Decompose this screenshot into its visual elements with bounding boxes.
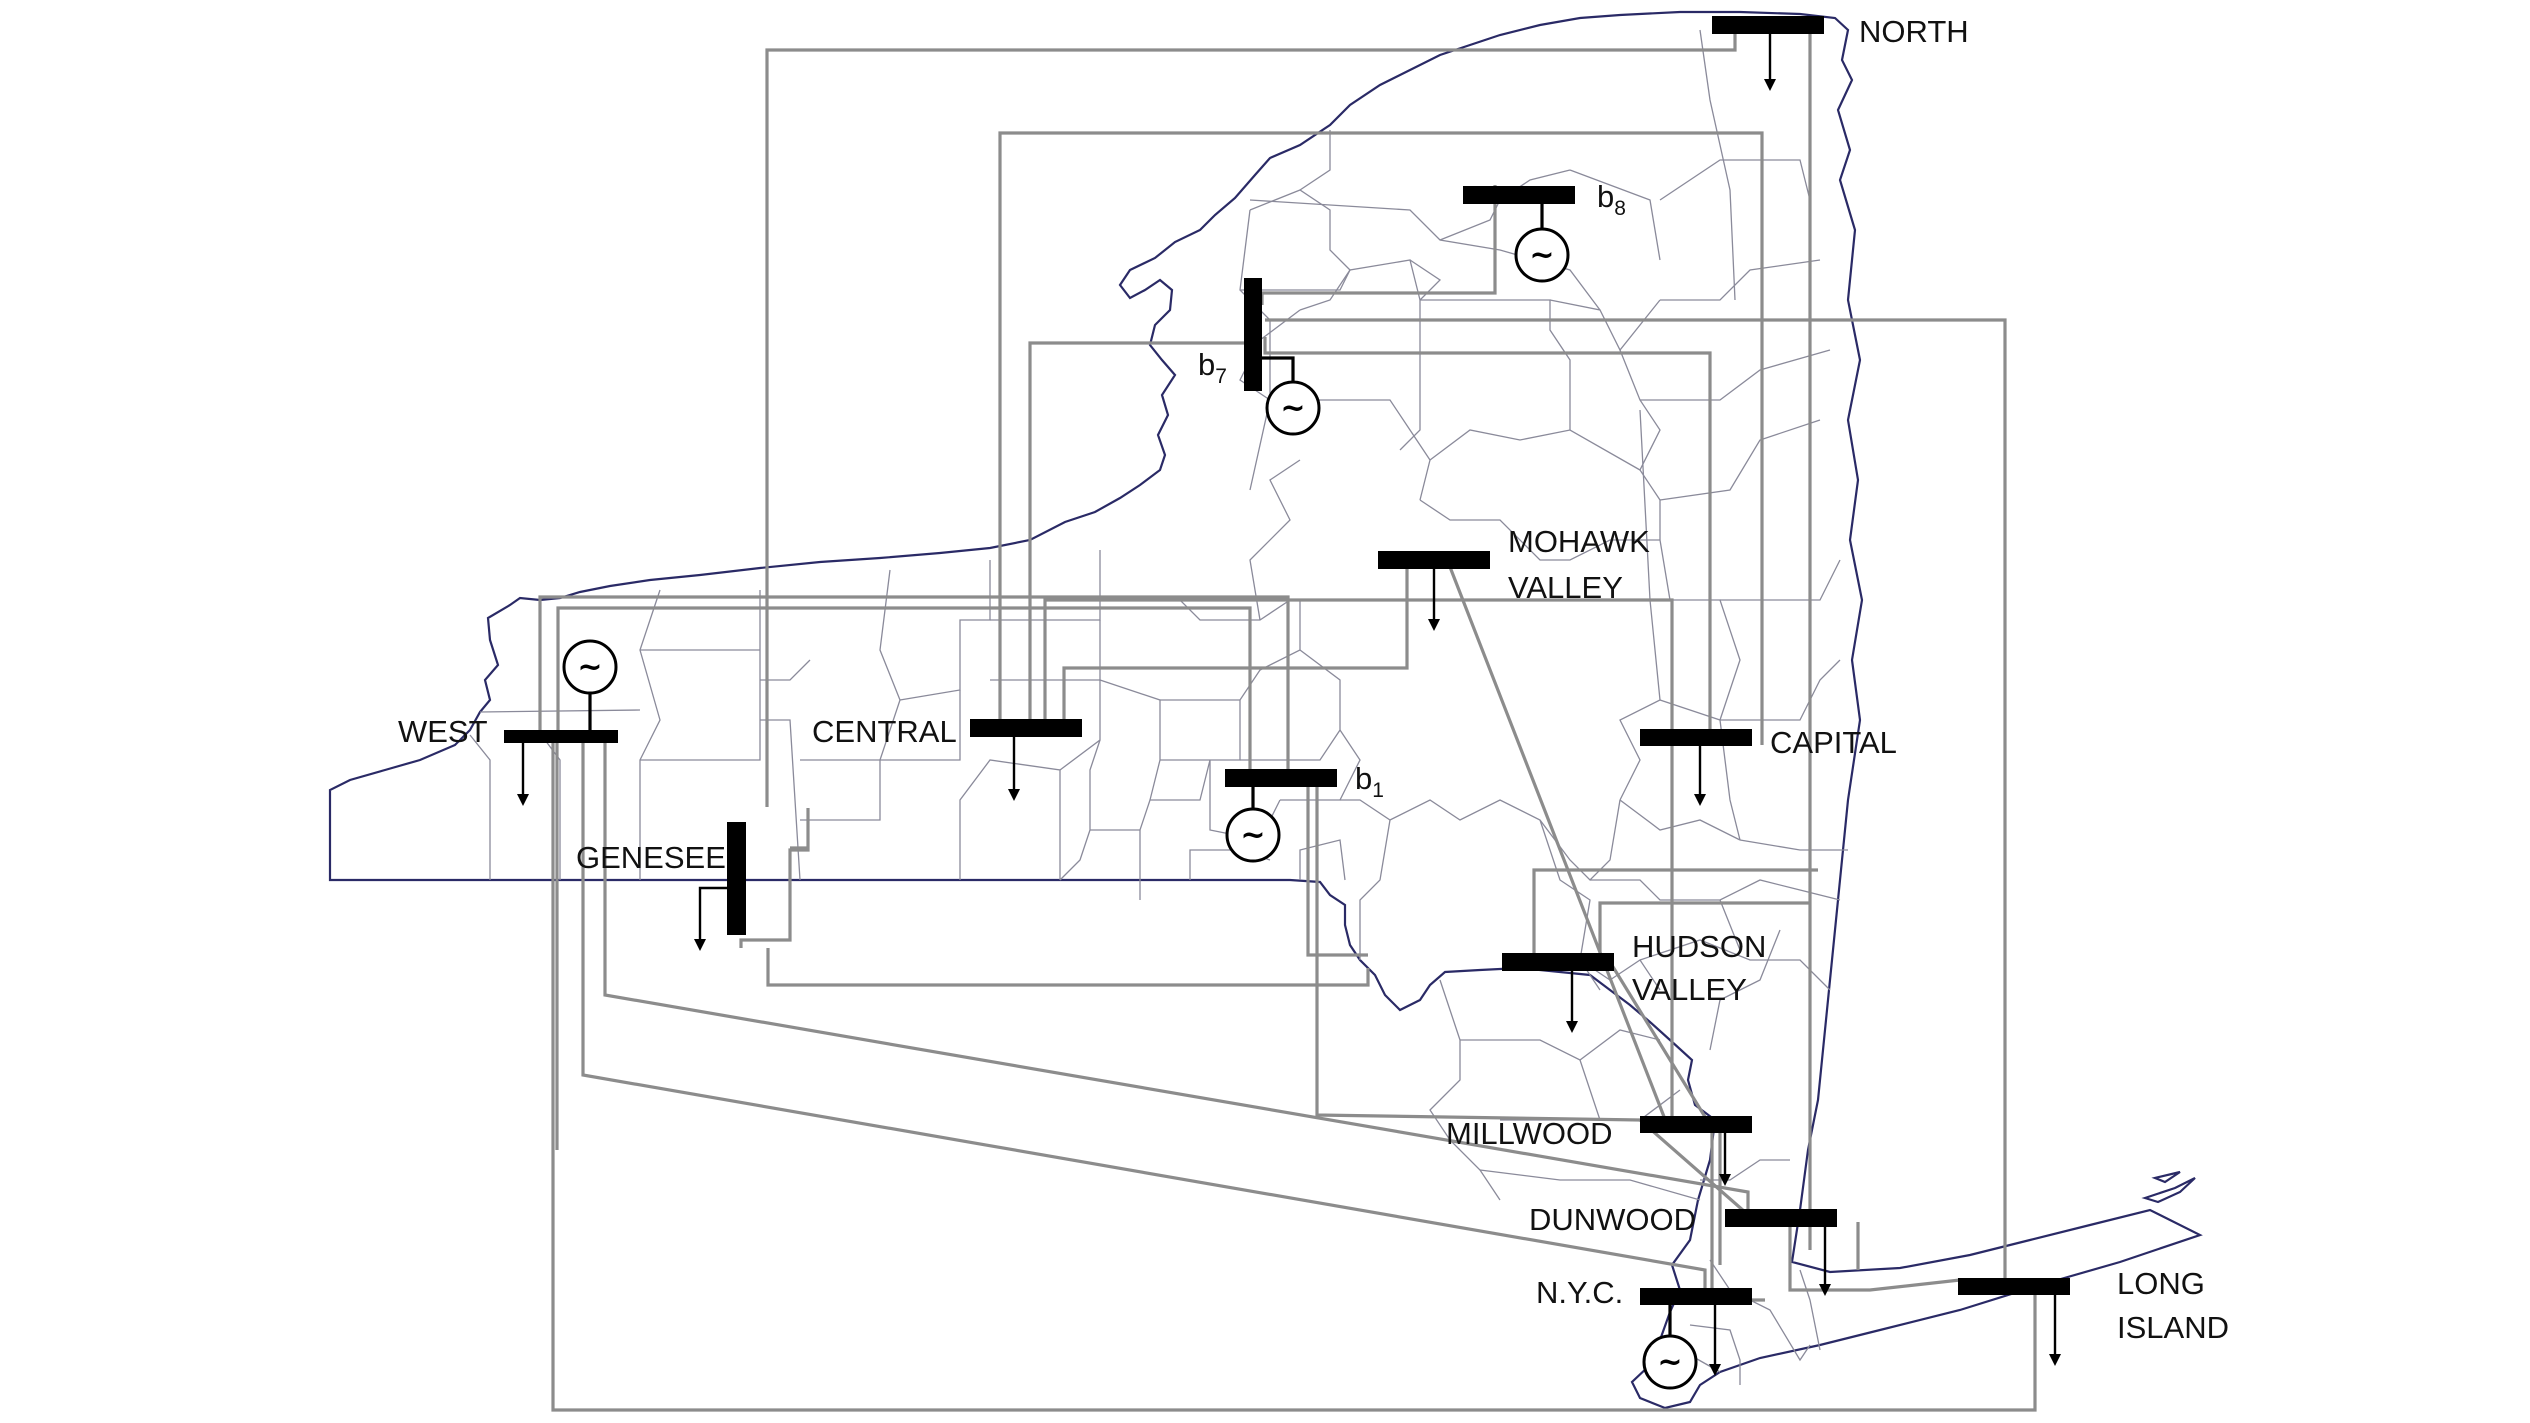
zone-labels: NORTH b8 b7 b1 MOHAWK VALLEY WEST CENTRA…	[398, 14, 2229, 1345]
label-mohawk-valley-line2: VALLEY	[1508, 570, 1623, 605]
label-millwood: MILLWOOD	[1446, 1116, 1613, 1151]
bus-b7	[1244, 278, 1262, 391]
generator-b1: ~	[1225, 807, 1281, 863]
label-mohawk-valley-line1: MOHAWK	[1508, 524, 1650, 559]
bus-capital	[1640, 729, 1752, 746]
generator-b7: ~	[1265, 380, 1321, 436]
label-long-island-line1: LONG	[2117, 1266, 2205, 1301]
label-b1: b1	[1355, 761, 1384, 802]
generator-symbol: ~	[1280, 391, 1305, 426]
generator-west: ~	[562, 639, 618, 695]
bus-b8	[1463, 186, 1575, 204]
label-north: NORTH	[1859, 14, 1969, 49]
bus-mohawk-valley	[1378, 551, 1490, 569]
label-capital: CAPITAL	[1770, 725, 1897, 760]
label-central: CENTRAL	[812, 714, 957, 749]
ny-state-map	[328, 10, 2203, 1410]
bus-hudson-valley	[1502, 953, 1614, 971]
label-dunwood: DUNWOOD	[1529, 1202, 1696, 1237]
bus-genesee	[727, 822, 746, 935]
county-boundaries	[469, 29, 1848, 1385]
label-b8: b8	[1597, 179, 1626, 220]
load-arrow-genesee	[694, 886, 727, 951]
label-west: WEST	[398, 714, 488, 749]
label-long-island-line2: ISLAND	[2117, 1310, 2229, 1345]
generator-symbol: ~	[1657, 1345, 1682, 1380]
generator-symbol: ~	[1529, 238, 1554, 273]
generator-b8: ~	[1514, 227, 1570, 283]
bus-millwood	[1640, 1116, 1752, 1133]
bus-west	[504, 730, 618, 743]
fishers-island	[2151, 1170, 2181, 1184]
bus-b1	[1225, 769, 1337, 787]
label-genesee: GENESEE	[576, 840, 726, 875]
bus-long-island	[1958, 1278, 2070, 1295]
bus-bars	[504, 16, 2070, 1305]
generator-symbol: ~	[1240, 818, 1265, 853]
bus-nyc	[1640, 1288, 1752, 1305]
transmission-lines	[538, 27, 2037, 1412]
label-hudson-valley-line1: HUDSON	[1632, 929, 1766, 964]
label-nyc: N.Y.C.	[1536, 1275, 1623, 1310]
label-hudson-valley-line2: VALLEY	[1632, 972, 1747, 1007]
generators: ~ ~ ~ ~ ~	[562, 195, 1698, 1390]
bus-central	[970, 719, 1082, 737]
loads	[517, 27, 2061, 1376]
state-outline	[328, 10, 2203, 1410]
bus-dunwood	[1725, 1209, 1837, 1227]
bus-north	[1712, 16, 1824, 34]
long-island-tip	[2141, 1177, 2196, 1204]
generator-symbol: ~	[577, 650, 602, 685]
generator-nyc: ~	[1642, 1334, 1698, 1390]
label-b7: b7	[1198, 347, 1227, 388]
